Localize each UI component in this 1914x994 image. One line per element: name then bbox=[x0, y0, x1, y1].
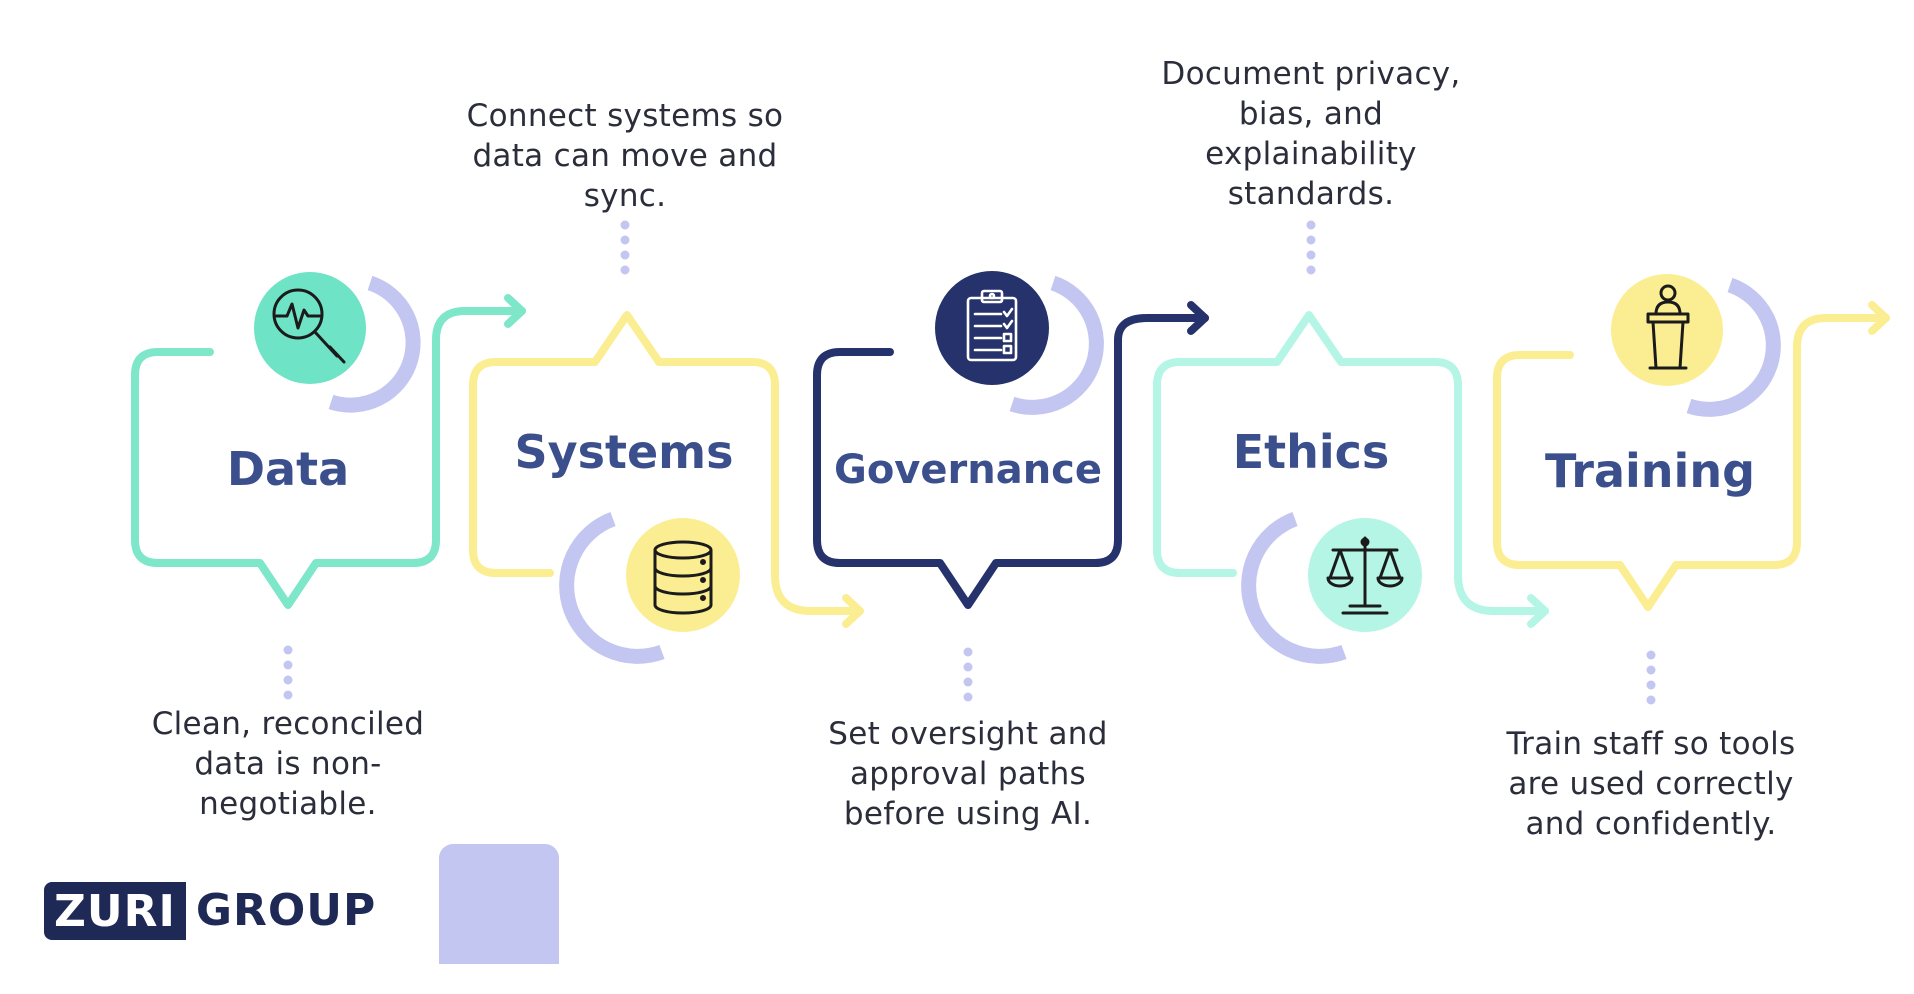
description-line: standards. bbox=[1227, 176, 1395, 212]
description-line: negotiable. bbox=[199, 786, 377, 822]
description-line: Connect systems so bbox=[466, 98, 784, 134]
clipboard-checklist-icon bbox=[966, 289, 1018, 362]
stage-ethics-frame bbox=[1153, 311, 1549, 615]
database-icon bbox=[653, 540, 713, 615]
stage-systems-description: Connect systems so data can move and syn… bbox=[440, 96, 810, 216]
description-line: and confidently. bbox=[1525, 806, 1777, 842]
connector-governance bbox=[963, 647, 973, 702]
stage-training-icon-bg bbox=[1611, 274, 1723, 386]
stage-governance-accent-arc bbox=[1009, 275, 1104, 415]
stage-governance-description: Set oversight and approval paths before … bbox=[793, 714, 1143, 834]
decorative-square bbox=[439, 844, 559, 964]
stage-systems: Systems bbox=[469, 311, 864, 664]
podium-speaker-icon bbox=[1646, 284, 1690, 370]
stage-governance-frame bbox=[813, 314, 1209, 609]
description-line: before using AI. bbox=[843, 796, 1093, 832]
stage-governance-arrowhead bbox=[1187, 301, 1209, 335]
stage-governance-title: Governance bbox=[834, 447, 1102, 493]
connector-training bbox=[1646, 650, 1656, 705]
description-line: are used correctly bbox=[1508, 766, 1794, 802]
stage-systems-arrowhead bbox=[842, 594, 864, 628]
description-line: data can move and bbox=[472, 138, 778, 174]
stage-training-frame bbox=[1493, 314, 1890, 611]
dotted-connectors bbox=[283, 220, 1656, 705]
description-line: approval paths bbox=[849, 756, 1087, 792]
description-line: Set oversight and bbox=[828, 716, 1108, 752]
description-line: Train staff so tools bbox=[1506, 726, 1796, 762]
connector-data bbox=[283, 645, 293, 700]
stage-training: Training bbox=[1493, 274, 1890, 611]
logo-rest-text: GROUP bbox=[195, 885, 377, 936]
stage-systems-accent-arc bbox=[559, 511, 665, 664]
connector-ethics bbox=[1306, 220, 1316, 275]
stage-ethics-arrowhead bbox=[1527, 594, 1549, 628]
stage-data-icon-bg bbox=[254, 272, 366, 384]
stage-training-accent-arc bbox=[1686, 277, 1781, 417]
description-line: explainability bbox=[1205, 136, 1417, 172]
stage-data-arrowhead bbox=[504, 294, 526, 328]
description-line: bias, and bbox=[1238, 96, 1384, 132]
description-line: Document privacy, bbox=[1161, 56, 1461, 92]
stage-training-description: Train staff so tools are used correctly … bbox=[1461, 724, 1841, 844]
stage-data-description: Clean, reconciled data is non- negotiabl… bbox=[113, 704, 463, 824]
company-logo: ZURI GROUP bbox=[44, 882, 376, 940]
stage-training-arrowhead bbox=[1868, 301, 1890, 335]
stage-ethics-accent-arc bbox=[1241, 511, 1347, 664]
stage-data-title: Data bbox=[227, 442, 349, 496]
magnifier-pulse-icon bbox=[272, 288, 346, 364]
logo-box-text: ZURI bbox=[44, 882, 186, 940]
connector-systems bbox=[620, 220, 630, 275]
stage-governance-icon-bg bbox=[935, 271, 1049, 385]
stage-training-title: Training bbox=[1545, 444, 1755, 498]
stage-ethics-title: Ethics bbox=[1233, 425, 1390, 479]
stage-ethics-description: Document privacy, bias, and explainabili… bbox=[1131, 54, 1491, 214]
stage-governance: Governance bbox=[813, 271, 1209, 609]
stage-systems-title: Systems bbox=[515, 425, 734, 479]
stage-data-accent-arc bbox=[328, 275, 421, 413]
stage-data: Data bbox=[131, 272, 526, 609]
balance-scale-icon bbox=[1326, 536, 1404, 615]
description-line: sync. bbox=[583, 178, 667, 214]
stage-data-frame bbox=[131, 307, 526, 609]
description-line: data is non- bbox=[194, 746, 382, 782]
stage-systems-frame bbox=[469, 311, 864, 615]
stage-ethics: Ethics bbox=[1153, 311, 1549, 664]
description-line: Clean, reconciled bbox=[151, 706, 425, 742]
